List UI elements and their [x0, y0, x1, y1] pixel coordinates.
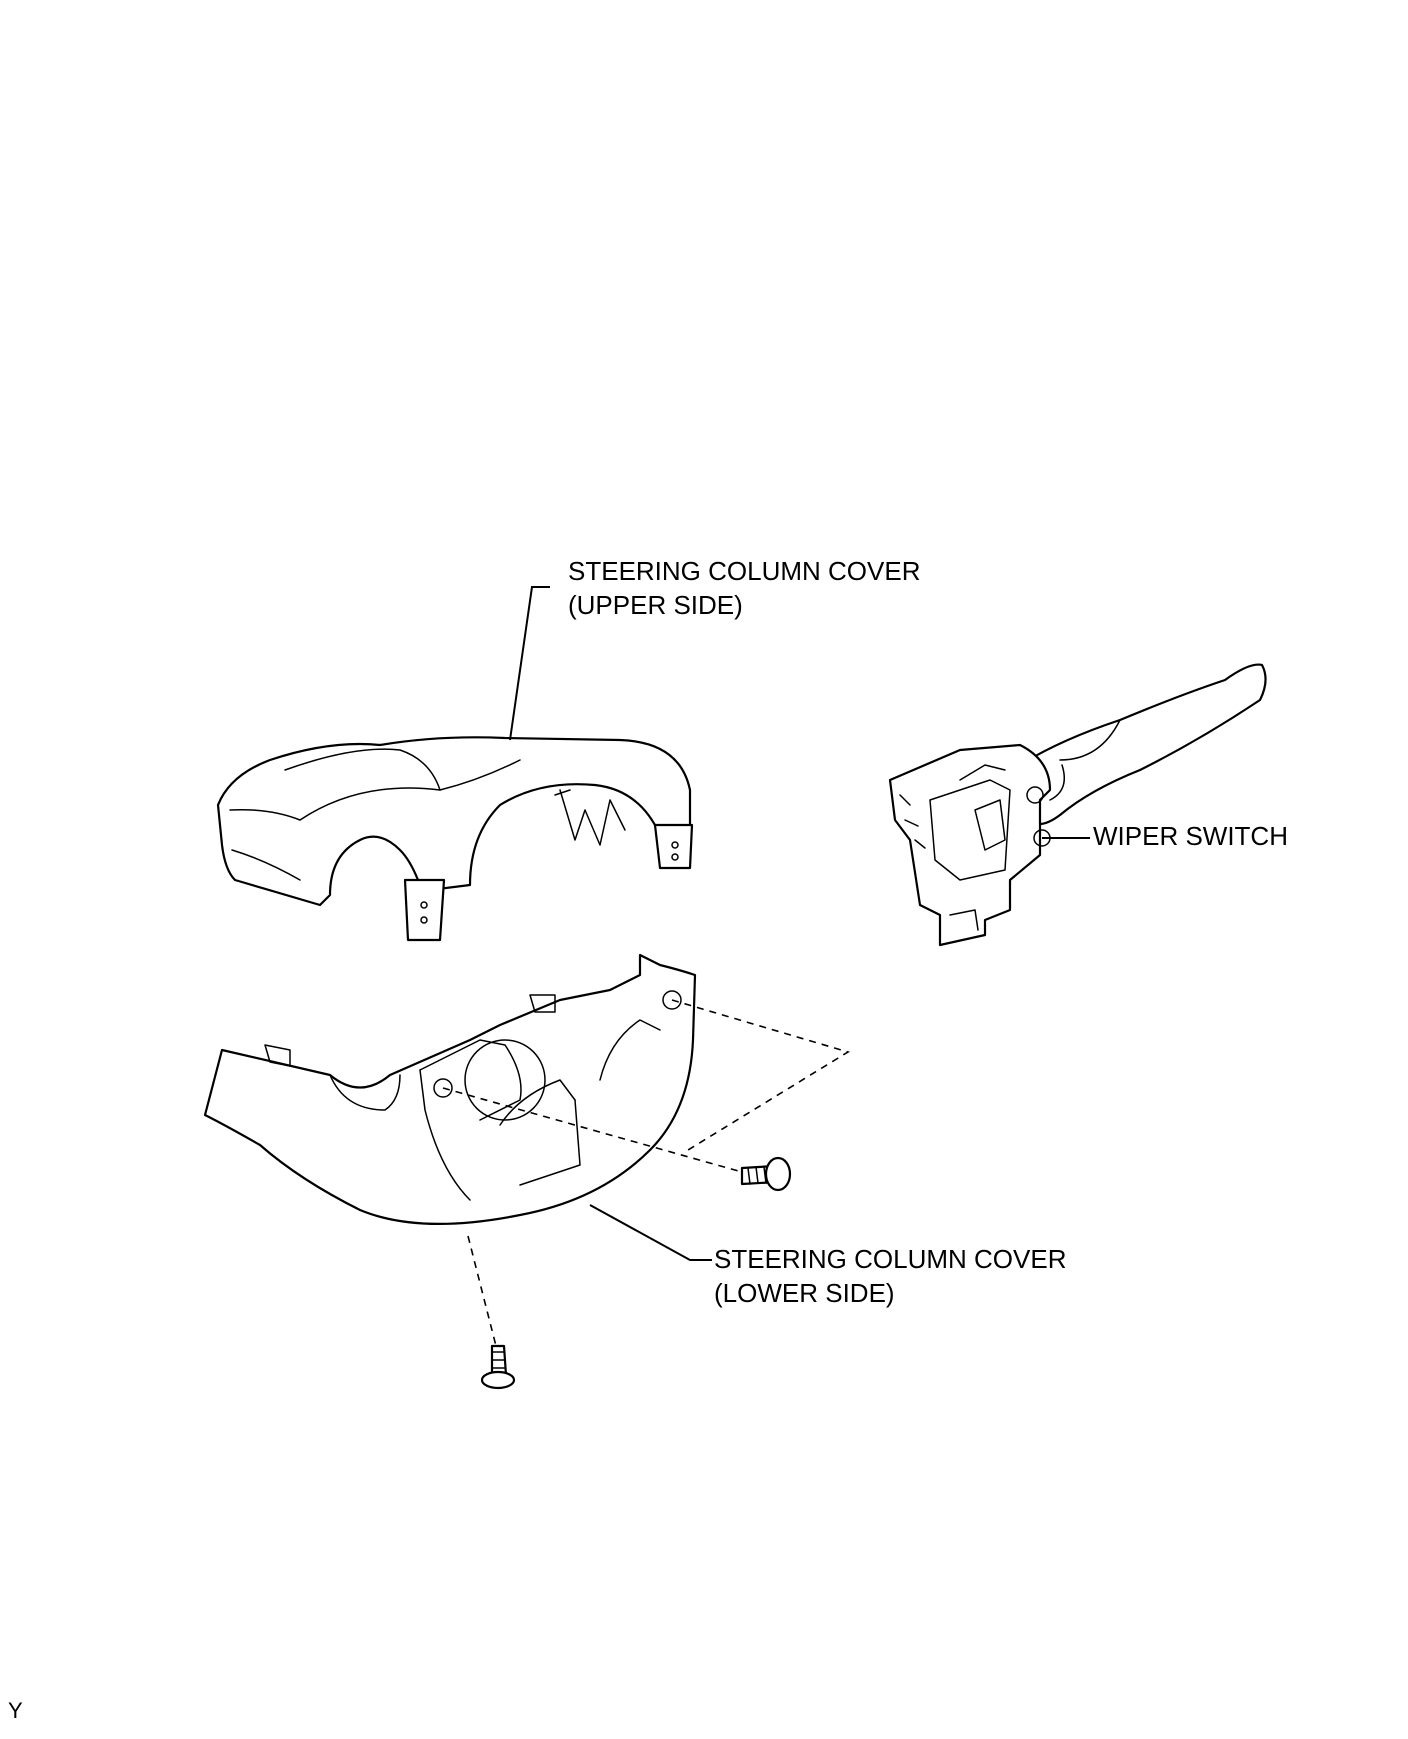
label-lower-cover: STEERING COLUMN COVER (LOWER SIDE) [714, 1242, 1067, 1310]
label-upper-cover-line2: (UPPER SIDE) [568, 590, 743, 620]
label-lower-cover-line2: (LOWER SIDE) [714, 1278, 895, 1308]
wiper-switch-drawing [888, 663, 1267, 947]
leader-upper-cover [509, 586, 550, 741]
leader-lower-cover [589, 1204, 712, 1261]
alignment-line-right [671, 999, 850, 1151]
upper-cover-drawing [216, 736, 694, 942]
screw-right [740, 1156, 792, 1192]
label-wiper-switch: WIPER SWITCH [1093, 821, 1288, 851]
lower-cover-drawing [203, 953, 697, 1225]
label-lower-cover-line1: STEERING COLUMN COVER [714, 1244, 1067, 1274]
alignment-line-bottom [467, 1235, 497, 1347]
label-upper-cover-line1: STEERING COLUMN COVER [568, 556, 921, 586]
label-upper-cover: STEERING COLUMN COVER (UPPER SIDE) [568, 554, 921, 622]
corner-code: Y [8, 1698, 23, 1723]
screw-bottom [480, 1344, 516, 1390]
